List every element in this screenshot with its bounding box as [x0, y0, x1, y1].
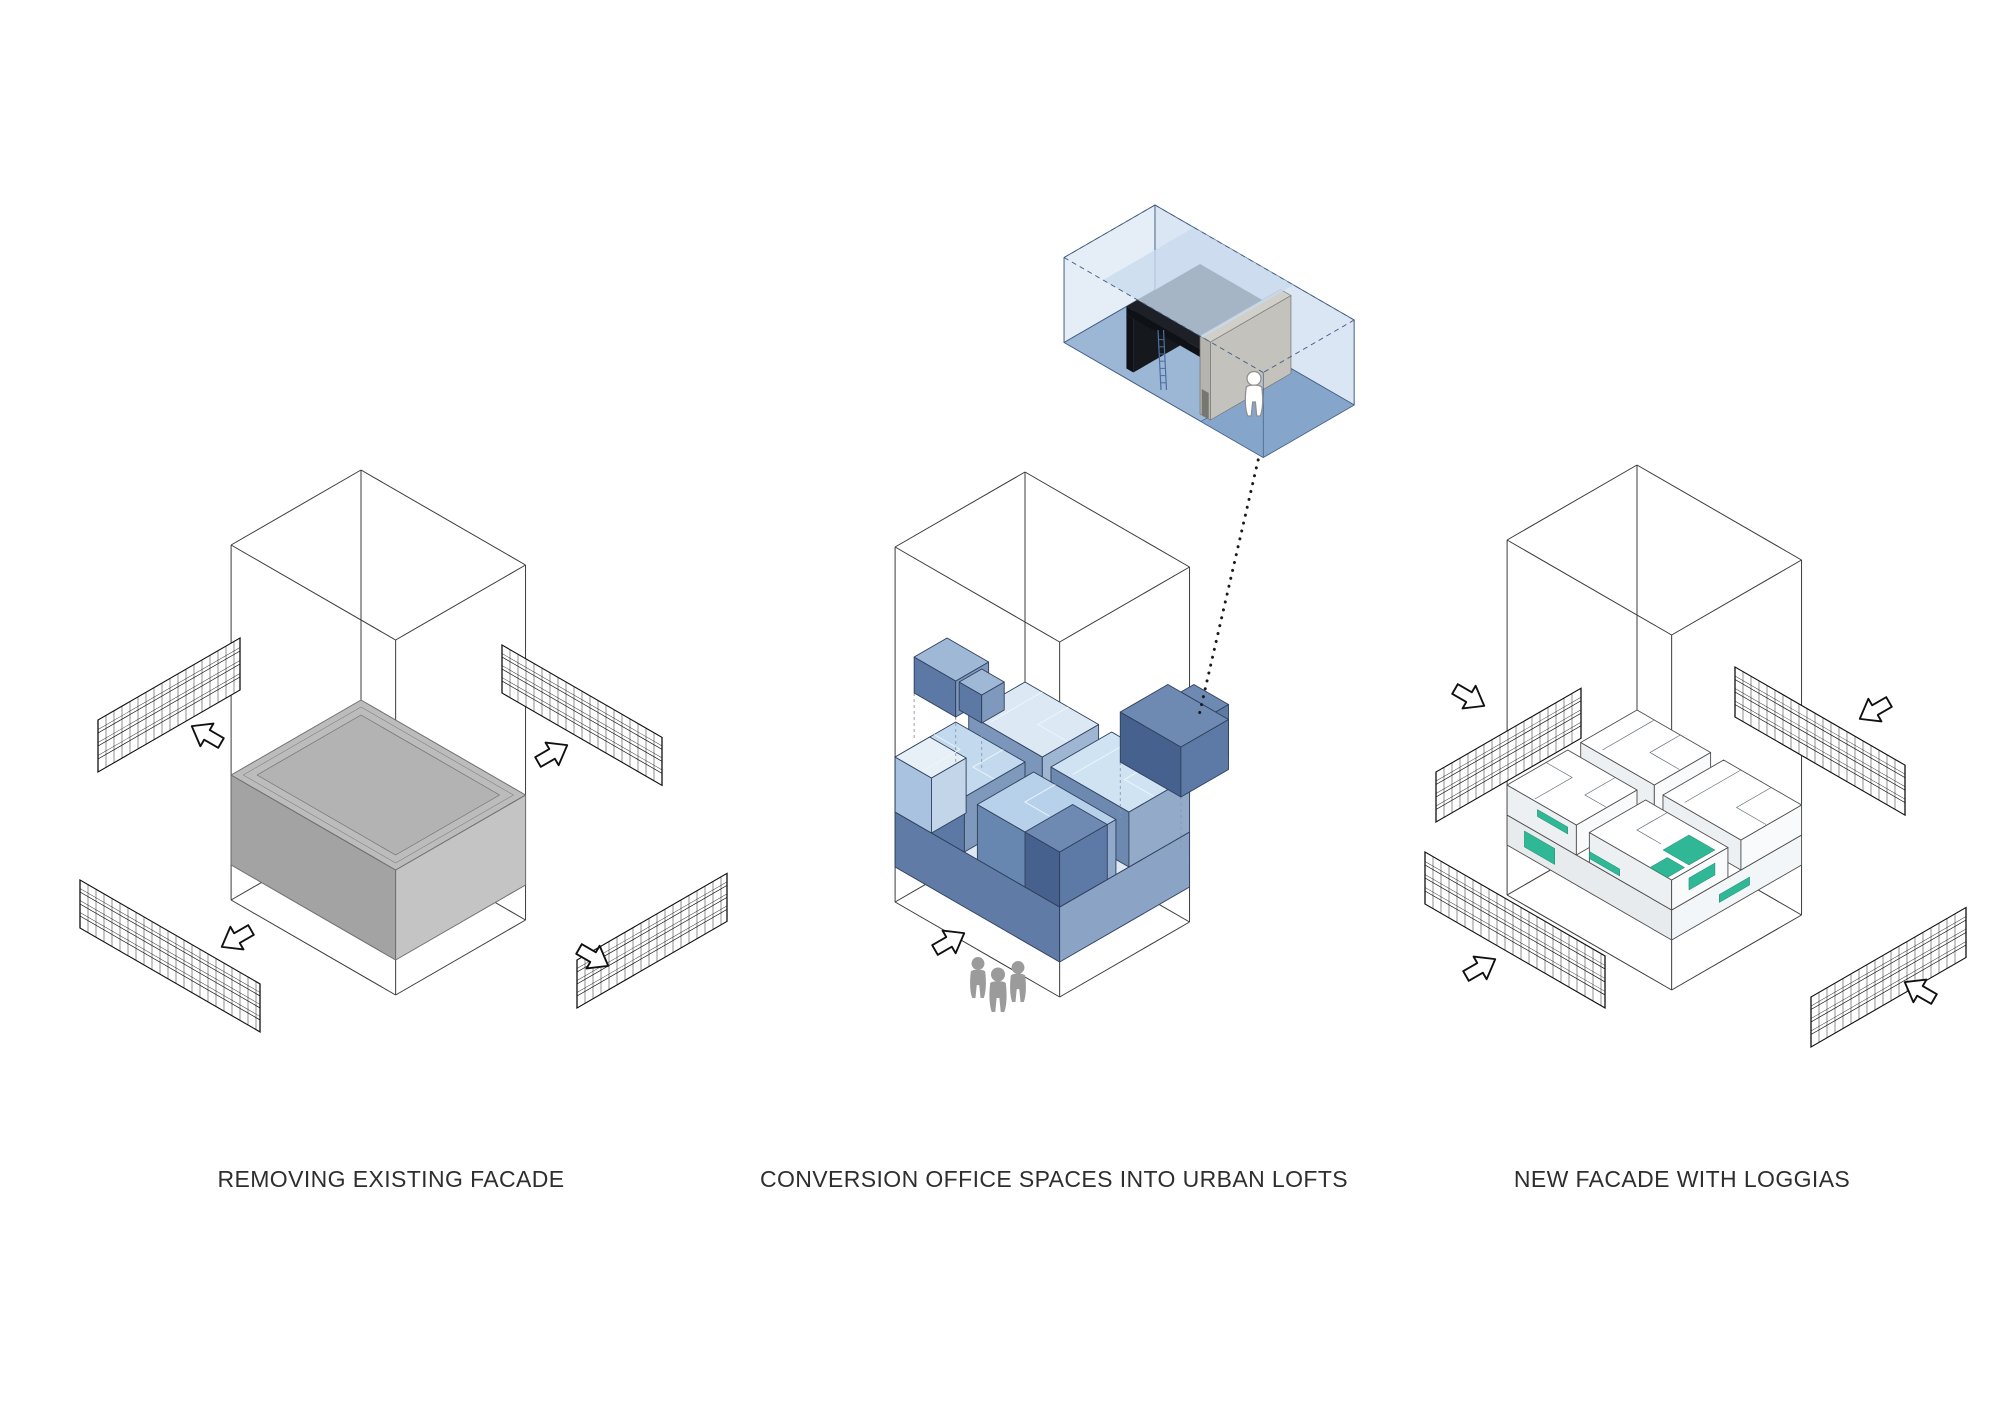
- loggia-teal-accents: [1524, 809, 1750, 903]
- facade-grid-panel: [1424, 850, 1606, 1009]
- outward-arrow-icon: [220, 924, 255, 951]
- diagram-removing-existing-facade: [72, 455, 742, 1105]
- inward-arrow-icon: [1858, 696, 1893, 723]
- loft-detail-inset: [1063, 204, 1355, 458]
- conversion-drawing: [894, 204, 1355, 1012]
- ladder: [1157, 329, 1168, 391]
- facade-grid-panel: [501, 643, 663, 787]
- caption-removing-existing-facade: REMOVING EXISTING FACADE: [217, 1166, 565, 1192]
- outward-arrow-icon: [190, 722, 225, 749]
- extracted-unit-blocks: [913, 637, 1005, 768]
- inward-arrow-icon: [1451, 683, 1486, 710]
- facade-grid-panel: [1734, 665, 1906, 817]
- people-group: [970, 957, 1026, 1012]
- detail-connector-dotted-line: [1196, 450, 1262, 722]
- existing-building-slab: [230, 699, 527, 961]
- caption-new-facade-loggias: NEW FACADE WITH LOGGIAS: [1513, 1166, 1851, 1192]
- person-figure: [970, 957, 986, 998]
- inward-arrow-icon: [1903, 978, 1938, 1005]
- highlighted-loft-block: [1119, 684, 1229, 852]
- diagram-new-facade-loggias: [1405, 452, 1995, 1092]
- facade-panels-installed: [1424, 665, 1967, 1049]
- loggias-drawing: [1424, 464, 1967, 1049]
- facade-grid-panel: [1435, 687, 1582, 824]
- person-figure: [1010, 961, 1026, 1002]
- entry-arrow-icon: [931, 929, 966, 956]
- caption-conversion-office-spaces: CONVERSION OFFICE SPACES INTO URBAN LOFT…: [759, 1166, 1349, 1192]
- facade-grid-panel: [79, 878, 261, 1033]
- inward-arrow-icon: [1462, 955, 1497, 982]
- outward-arrow-icon: [575, 943, 610, 970]
- outward-arrow-icon: [534, 741, 569, 768]
- removing-facade-drawing: [79, 469, 728, 1033]
- facade-grid-panel: [1810, 906, 1967, 1049]
- loft-blocks: [894, 681, 1190, 963]
- loggia-unit-blocks: [1506, 709, 1802, 941]
- person-figure: [1244, 370, 1264, 417]
- facade-grid-panel: [576, 872, 728, 1010]
- diagram-conversion-office-spaces: [860, 172, 1550, 1052]
- facade-panels-removed: [79, 636, 728, 1033]
- facade-grid-panel: [97, 636, 241, 774]
- person-figure: [989, 967, 1007, 1012]
